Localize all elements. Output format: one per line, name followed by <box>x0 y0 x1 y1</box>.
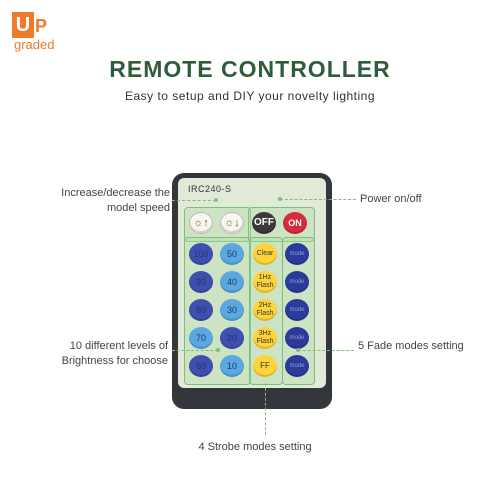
power-leader-dot <box>278 197 282 201</box>
brand-logo: U P graded <box>12 12 68 52</box>
fade-leader-dot <box>296 348 300 352</box>
brightness-button-30[interactable]: 30 <box>220 299 244 321</box>
brightness-button-80[interactable]: 80 <box>189 299 213 321</box>
brightness-leader-line <box>172 350 218 351</box>
logo-box-letter: U <box>12 12 34 38</box>
brightness-button-100[interactable]: 100 <box>189 243 213 265</box>
strobe-clear-button[interactable]: Clear <box>253 243 277 265</box>
speed-leader-line <box>172 200 216 201</box>
strobe-leader-line <box>265 383 266 435</box>
brightness-leader-dot <box>216 348 220 352</box>
strobe-ff-button[interactable]: FF <box>253 355 277 377</box>
strobe-1hz-label: 1Hz Flash <box>256 274 274 289</box>
fade-annotation: 5 Fade modes setting <box>358 340 464 352</box>
fade-mode-button-5[interactable]: mode <box>285 355 309 377</box>
speed-annotation: Increase/decrease the model speed <box>61 187 170 214</box>
power-leader-line <box>280 199 356 200</box>
strobe-3hz-label: 3Hz Flash <box>256 330 274 345</box>
strobe-2hz-button[interactable]: 2Hz Flash <box>253 299 277 321</box>
brightness-button-50[interactable]: 50 <box>220 243 244 265</box>
speed-decrease-button[interactable]: ☼↓ <box>220 212 244 234</box>
page-title: REMOTE CONTROLLER <box>109 56 391 82</box>
strobe-ff-label: FF <box>260 361 270 370</box>
brightness-button-40[interactable]: 40 <box>220 271 244 293</box>
power-annotation: Power on/off <box>360 193 422 205</box>
brightness-button-20[interactable]: 20 <box>220 327 244 349</box>
fade-mode-button-1[interactable]: mode <box>285 243 309 265</box>
fade-leader-line <box>298 350 354 351</box>
fade-mode-button-2[interactable]: mode <box>285 271 309 293</box>
remote-model-label: IRC240-S <box>188 184 232 194</box>
speed-leader-dot <box>214 198 218 202</box>
strobe-clear-label: Clear <box>256 250 274 257</box>
speed-increase-button[interactable]: ☼↑ <box>189 212 213 234</box>
strobe-3hz-button[interactable]: 3Hz Flash <box>253 327 277 349</box>
logo-subtext: graded <box>14 37 55 52</box>
power-off-button[interactable]: OFF <box>252 212 276 234</box>
strobe-2hz-label: 2Hz Flash <box>256 302 274 317</box>
strobe-annotation: 4 Strobe modes setting <box>198 441 312 453</box>
fade-mode-button-3[interactable]: mode <box>285 299 309 321</box>
brightness-annotation: 10 different levels of Brightness for ch… <box>61 340 168 367</box>
fade-mode-button-4[interactable]: mode <box>285 327 309 349</box>
power-on-button[interactable]: ON <box>283 212 307 234</box>
brightness-button-60[interactable]: 60 <box>189 355 213 377</box>
page-subtitle: Easy to setup and DIY your novelty light… <box>124 89 376 103</box>
strobe-1hz-button[interactable]: 1Hz Flash <box>253 271 277 293</box>
brightness-button-10[interactable]: 10 <box>220 355 244 377</box>
logo-letter: P <box>35 16 48 36</box>
brightness-button-90[interactable]: 90 <box>189 271 213 293</box>
brightness-button-70[interactable]: 70 <box>189 327 213 349</box>
